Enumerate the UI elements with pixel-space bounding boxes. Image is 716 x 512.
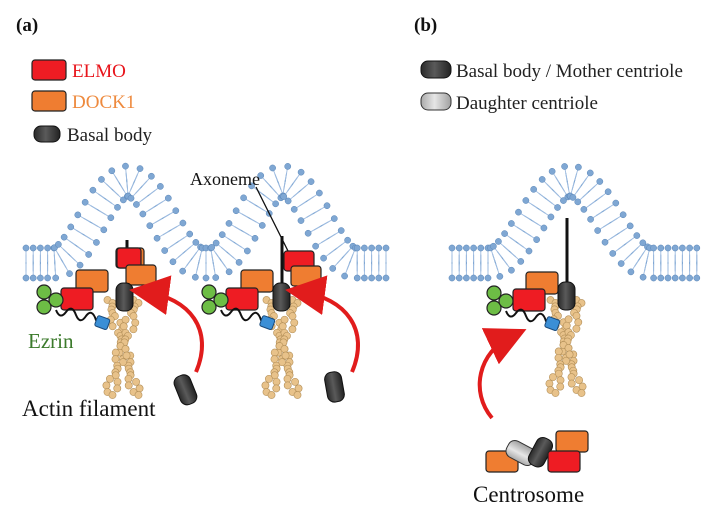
actin-filament [261, 296, 303, 399]
elmo-block [512, 288, 546, 312]
actin-filament [545, 296, 587, 397]
basal-body [272, 282, 291, 312]
legend-dock1-swatch [31, 90, 67, 112]
legend-mother-centriole-label: Basal body / Mother centriole [456, 61, 683, 82]
ezrin [201, 284, 229, 315]
lipid-bilayer [22, 162, 390, 282]
legend-daughter-centriole-label: Daughter centriole [456, 93, 598, 114]
lipid-bilayer [448, 163, 701, 282]
basal-body [557, 281, 576, 311]
elmo-block [225, 287, 259, 311]
recruitment-arrow [129, 275, 204, 373]
legend-mother-centriole-swatch [420, 60, 452, 79]
panel-a-unit-1 [36, 240, 204, 406]
recruitment-arrow [477, 328, 527, 420]
legend-basal-body-label: Basal body [67, 125, 152, 146]
actin-filament [102, 296, 144, 399]
axoneme-label: Axoneme [190, 169, 260, 189]
dock1-block [555, 430, 589, 453]
legend-b: Basal body / Mother centriole Daughter c… [420, 60, 683, 114]
panel-a-label: (a) [16, 15, 38, 36]
panel-b-unit [477, 218, 589, 473]
panel-b-label: (b) [414, 15, 437, 36]
linker-protein [544, 316, 561, 331]
membranes [22, 162, 701, 282]
actin-filament-label: Actin filament [22, 396, 156, 421]
elmo-block [60, 287, 94, 311]
legend-basal-body-swatch [33, 125, 61, 143]
ezrin [486, 285, 514, 316]
legend-dock1-label: DOCK1 [72, 92, 135, 113]
ezrin [36, 284, 64, 315]
dock1-block [290, 265, 322, 287]
linker-protein [94, 315, 111, 330]
centrosome-complex [485, 430, 589, 473]
legend-elmo-swatch [31, 59, 67, 81]
elmo-block [547, 450, 581, 473]
basal-body [173, 374, 198, 406]
recruitment-arrow [285, 275, 360, 373]
basal-body [324, 371, 345, 403]
axoneme-pointer [255, 186, 291, 256]
linker-protein [259, 315, 276, 330]
basal-body [115, 282, 134, 312]
ezrin-label: Ezrin [28, 329, 74, 353]
centrosome-label: Centrosome [473, 482, 584, 507]
legend-elmo-label: ELMO [72, 61, 126, 82]
legend-a: ELMO DOCK1 Basal body [31, 59, 152, 146]
panel-a-unit-2 [201, 186, 360, 403]
legend-daughter-centriole-swatch [420, 92, 452, 111]
dock1-block [125, 264, 157, 286]
